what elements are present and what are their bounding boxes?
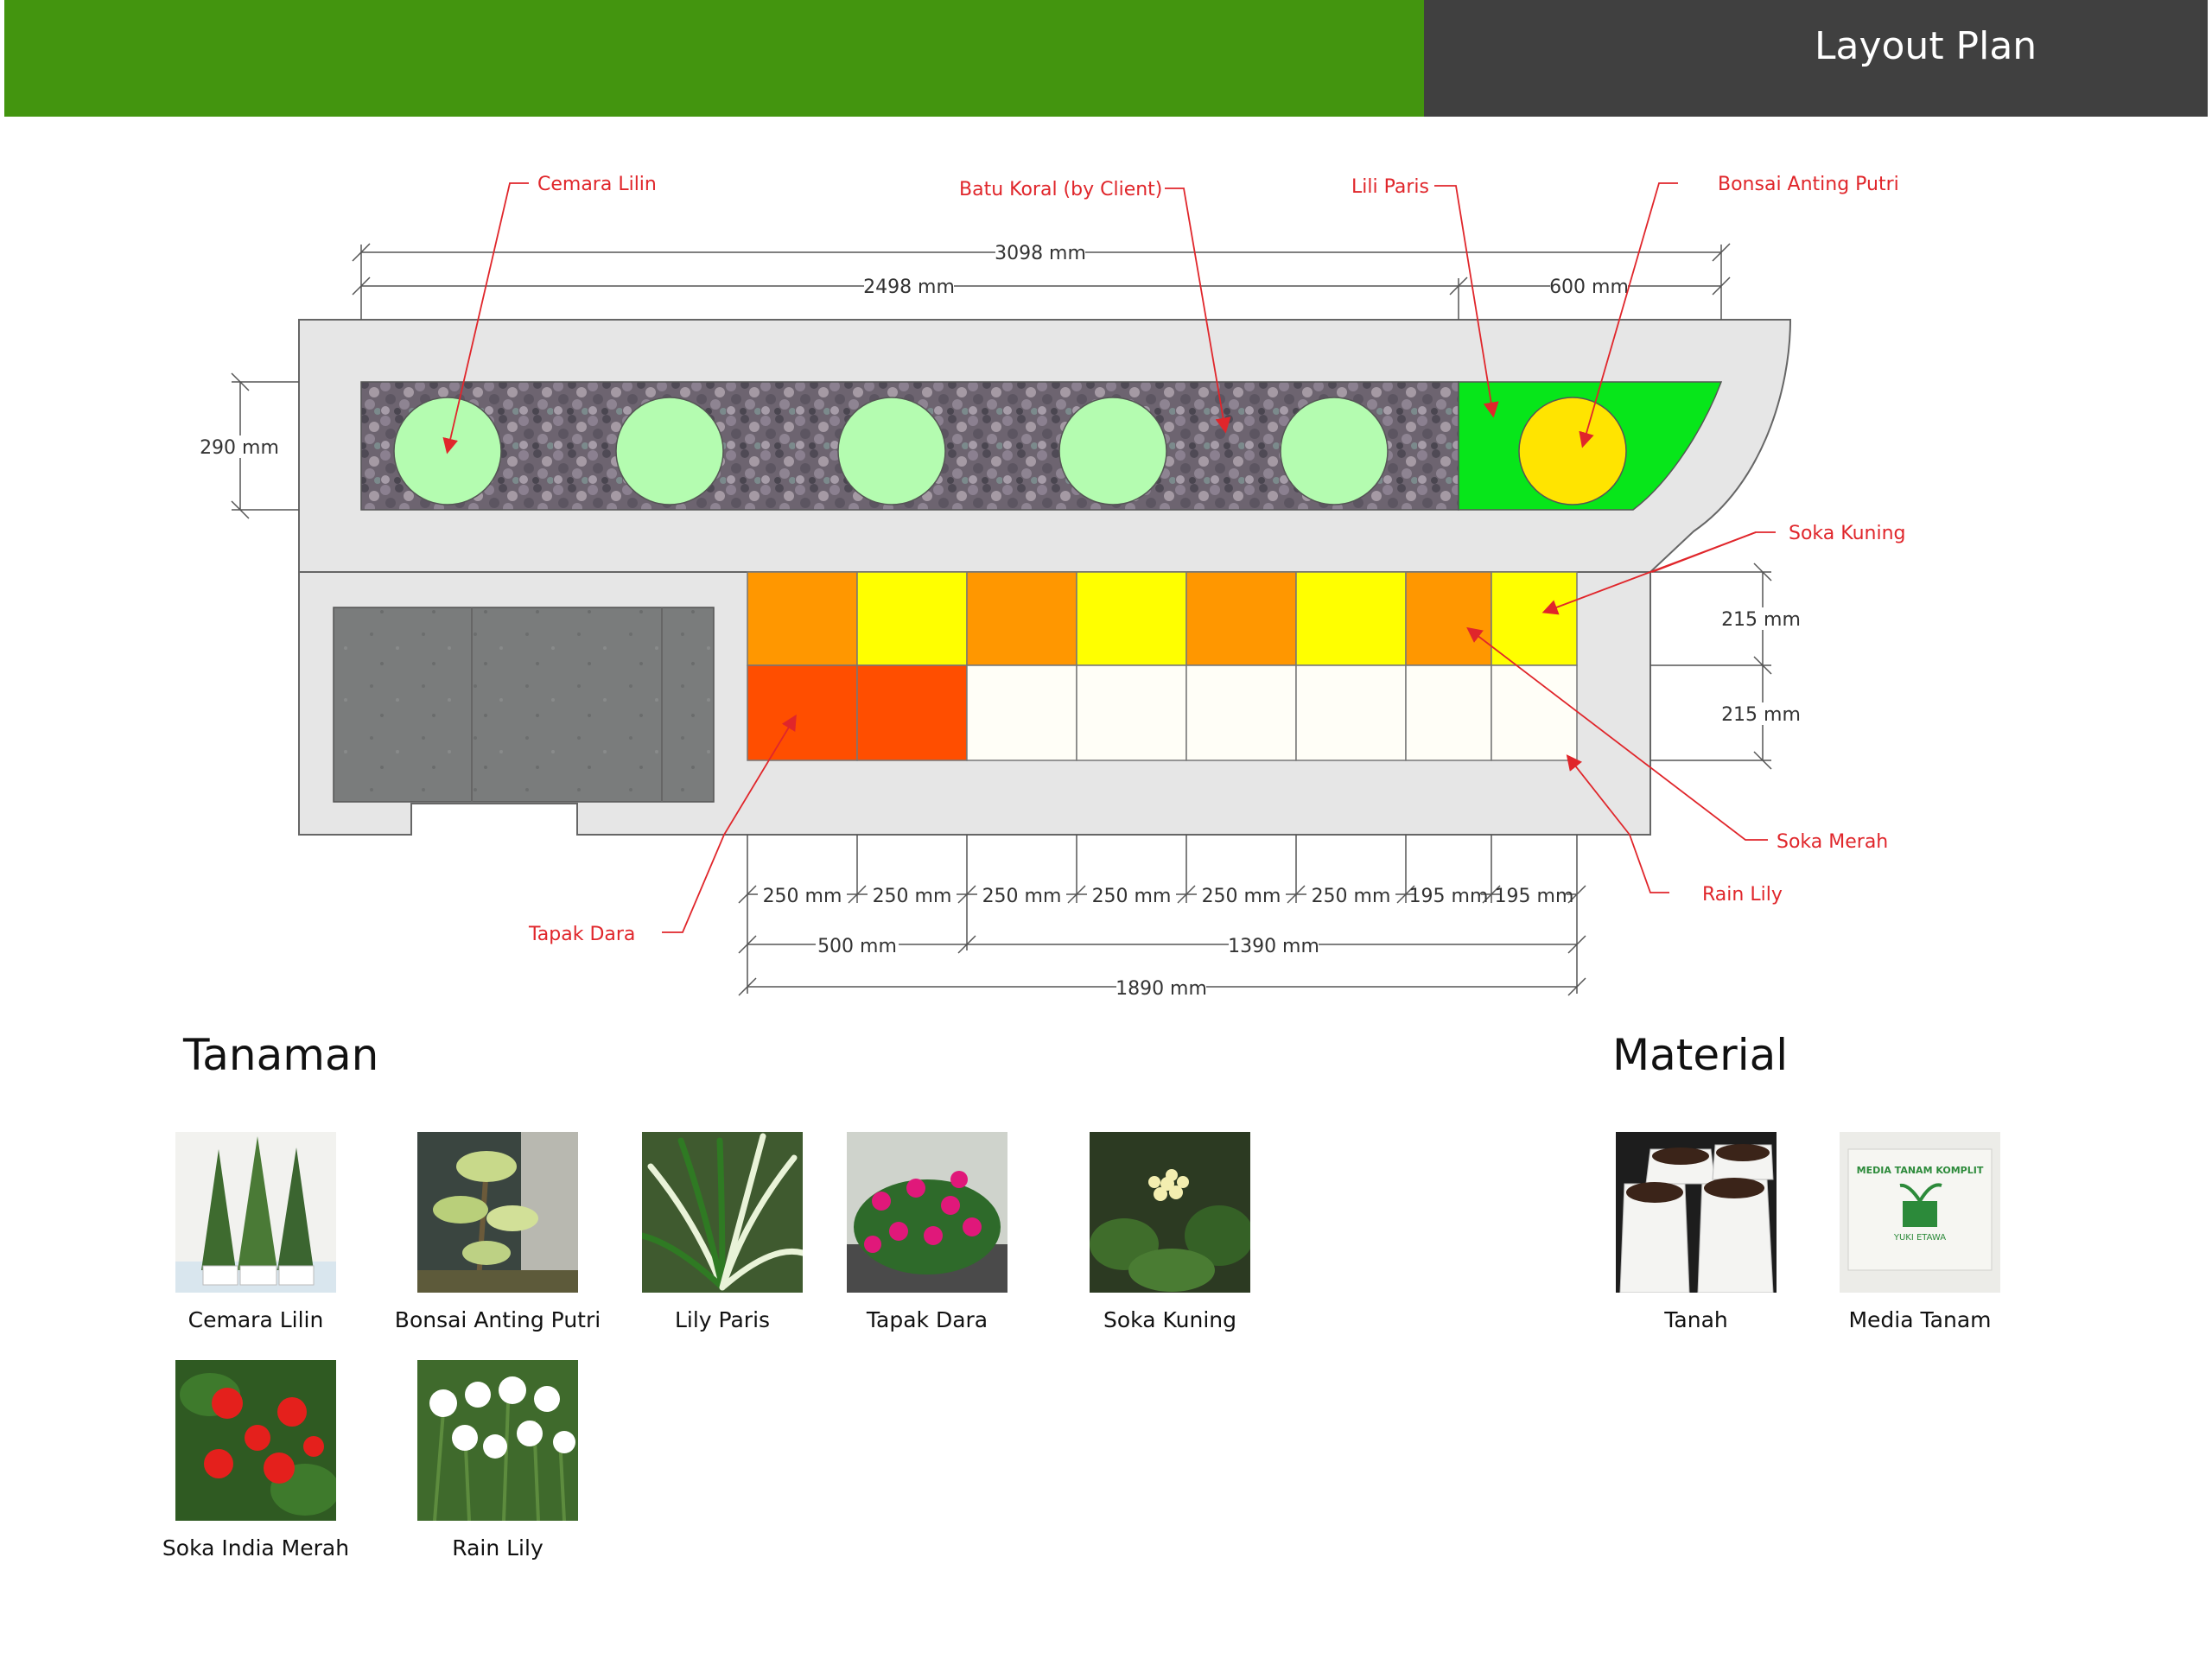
caption-soka-kuning: Soka Kuning xyxy=(1103,1307,1236,1332)
soka-india-merah-photo xyxy=(175,1360,336,1521)
cemara-lilin-plant xyxy=(1280,397,1389,505)
callout-soka-kuning: Soka Kuning xyxy=(1789,523,1906,544)
flower-grid xyxy=(747,571,1578,761)
dim-bottom-right: 1390 mm xyxy=(1228,936,1319,957)
soka-cell-orange xyxy=(966,571,1077,666)
dim-cell-6: 250 mm xyxy=(1312,886,1391,907)
lily-paris-photo xyxy=(642,1132,803,1293)
soka-cell-yellow xyxy=(1491,571,1578,666)
bonsai-anting-putri-plant xyxy=(1518,397,1627,505)
callout-bonsai: Bonsai Anting Putri xyxy=(1718,174,1899,195)
material-title: Material xyxy=(1612,1030,1789,1080)
rain-lily-cell xyxy=(1076,664,1187,761)
soka-cell-orange xyxy=(1185,571,1297,666)
callout-lili-paris: Lili Paris xyxy=(1351,176,1429,198)
caption-tanah: Tanah xyxy=(1664,1307,1728,1332)
caption-media-tanam: Media Tanam xyxy=(1848,1307,1992,1332)
callout-labels: Cemara Lilin Batu Koral (by Client) Lili… xyxy=(528,174,1906,945)
callout-cemara-lilin: Cemara Lilin xyxy=(537,174,657,195)
soka-cell-orange xyxy=(747,571,858,666)
dim-cell-1: 250 mm xyxy=(763,886,842,907)
callout-rain-lily: Rain Lily xyxy=(1702,884,1783,906)
tanah-photo xyxy=(1616,1132,1777,1293)
callout-tapak-dara: Tapak Dara xyxy=(528,924,635,945)
caption-tapak-dara: Tapak Dara xyxy=(866,1307,988,1332)
paver-slab xyxy=(333,607,715,803)
header-title-panel xyxy=(1424,0,2208,117)
dim-top-right: 600 mm xyxy=(1549,276,1629,298)
caption-rain-lily: Rain Lily xyxy=(452,1535,543,1560)
caption-soka-india-merah: Soka India Merah xyxy=(162,1535,350,1560)
dim-bottom-left: 500 mm xyxy=(817,936,897,957)
caption-bonsai-anting-putri: Bonsai Anting Putri xyxy=(394,1307,601,1332)
tanaman-title: Tanaman xyxy=(183,1030,379,1080)
rain-lily-cell xyxy=(1185,664,1297,761)
cemara-lilin-plant xyxy=(837,397,946,505)
rain-lily-cell xyxy=(966,664,1077,761)
tapak-dara-photo xyxy=(847,1132,1007,1293)
soka-cell-yellow xyxy=(1076,571,1187,666)
svg-text:YUKI ETAWA: YUKI ETAWA xyxy=(1893,1233,1946,1243)
rain-lily-cell xyxy=(1491,664,1578,761)
cemara-lilin-plant xyxy=(615,397,724,505)
svg-text:MEDIA TANAM KOMPLIT: MEDIA TANAM KOMPLIT xyxy=(1857,1165,1984,1176)
dim-top-left: 2498 mm xyxy=(863,276,955,298)
caption-cemara-lilin: Cemara Lilin xyxy=(188,1307,324,1332)
bonsai-anting-putri-photo xyxy=(417,1132,578,1293)
dimension-labels: 3098 mm 2498 mm 600 mm 290 mm 215 mm 215… xyxy=(199,241,1802,1000)
header-bar xyxy=(4,0,1424,117)
callout-soka-merah: Soka Merah xyxy=(1777,831,1888,853)
dim-cell-5: 250 mm xyxy=(1202,886,1281,907)
rain-lily-cell xyxy=(1405,664,1492,761)
soka-cell-yellow xyxy=(856,571,968,666)
page-title: Layout Plan xyxy=(1815,24,2037,68)
callout-leaders xyxy=(442,182,1776,933)
dim-cell-2: 250 mm xyxy=(873,886,952,907)
layout-plan-diagram: 3098 mm 2498 mm 600 mm 290 mm 215 mm 215… xyxy=(199,174,1906,1000)
dim-cell-4: 250 mm xyxy=(1092,886,1172,907)
soka-cell-orange xyxy=(1405,571,1492,666)
dim-left-height: 290 mm xyxy=(200,437,279,459)
rain-lily-cell xyxy=(1295,664,1407,761)
dim-cell-8: 195 mm xyxy=(1495,886,1574,907)
dim-right-bottom: 215 mm xyxy=(1721,704,1801,726)
media-tanam-photo: MEDIA TANAM KOMPLIT YUKI ETAWA xyxy=(1840,1132,2000,1293)
rain-lily-photo xyxy=(417,1360,578,1521)
soka-cell-yellow xyxy=(1295,571,1407,666)
tapak-dara-cell xyxy=(747,664,858,761)
tapak-dara-cell xyxy=(856,664,968,761)
cemara-lilin-photo xyxy=(175,1132,336,1293)
soka-kuning-photo xyxy=(1090,1132,1250,1293)
cemara-lilin-plant xyxy=(1058,397,1167,505)
dim-bottom-total: 1890 mm xyxy=(1116,978,1207,1000)
dim-cell-7: 195 mm xyxy=(1409,886,1489,907)
dim-right-top: 215 mm xyxy=(1721,609,1801,631)
caption-lily-paris: Lily Paris xyxy=(674,1307,771,1332)
callout-batu-koral: Batu Koral (by Client) xyxy=(959,179,1162,200)
dim-cell-3: 250 mm xyxy=(982,886,1062,907)
dim-top-total: 3098 mm xyxy=(995,243,1086,264)
